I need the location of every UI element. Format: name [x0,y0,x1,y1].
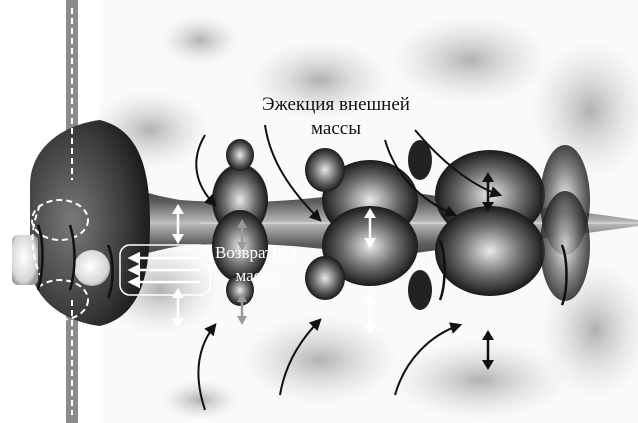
return-mass-label-line2: масса [235,266,276,285]
ejection-label-line1: Эжекция внешней [262,94,410,115]
ejection-label-line2: массы [311,118,361,139]
sphere-icon [74,250,110,286]
return-mass-label-line1: Возвратная [215,243,297,262]
